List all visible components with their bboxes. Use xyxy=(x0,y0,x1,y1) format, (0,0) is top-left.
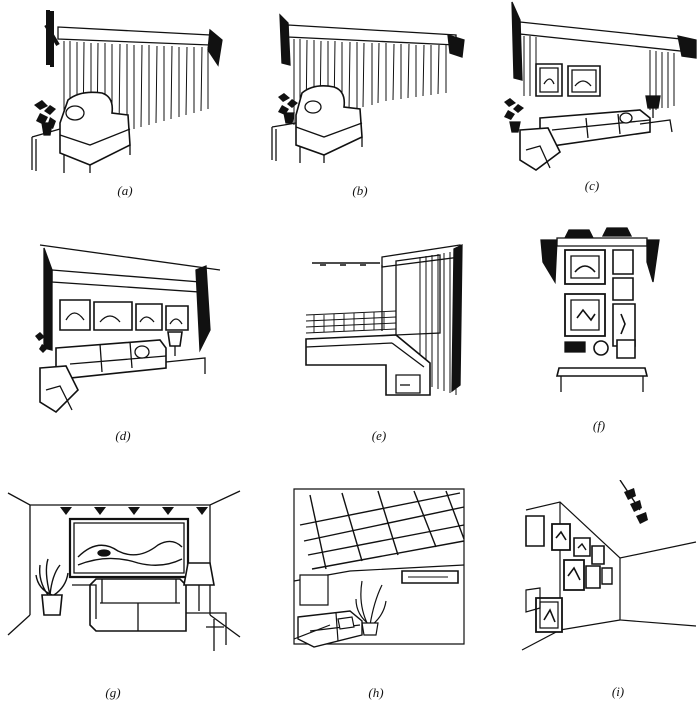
panel-d: (d) xyxy=(30,240,235,443)
sketch-h xyxy=(290,485,470,660)
panel-h: (h) xyxy=(290,485,470,700)
caption-b: (b) xyxy=(352,183,368,198)
sketch-c xyxy=(504,0,700,175)
panel-e: (e) xyxy=(300,235,470,443)
sketch-d xyxy=(35,240,235,420)
panel-b: (b) xyxy=(268,5,468,198)
panel-i: (i) xyxy=(520,480,700,699)
panel-c: (c) xyxy=(500,0,700,193)
panel-g: (g) xyxy=(0,475,245,700)
sketch-f xyxy=(535,222,665,420)
panel-a: (a) xyxy=(30,5,230,198)
caption-a: (a) xyxy=(117,183,133,198)
sketch-e xyxy=(300,235,470,420)
caption-h: (h) xyxy=(368,685,384,700)
sketch-b xyxy=(268,5,468,175)
panel-f: (f) xyxy=(535,222,665,433)
sketch-g xyxy=(0,475,245,660)
caption-e: (e) xyxy=(371,428,387,443)
sketch-a xyxy=(30,5,230,175)
caption-f: (f) xyxy=(592,418,606,433)
sketch-i xyxy=(520,480,700,660)
caption-c: (c) xyxy=(584,178,600,193)
caption-i: (i) xyxy=(611,684,625,699)
caption-d: (d) xyxy=(115,428,131,443)
caption-g: (g) xyxy=(105,685,121,700)
